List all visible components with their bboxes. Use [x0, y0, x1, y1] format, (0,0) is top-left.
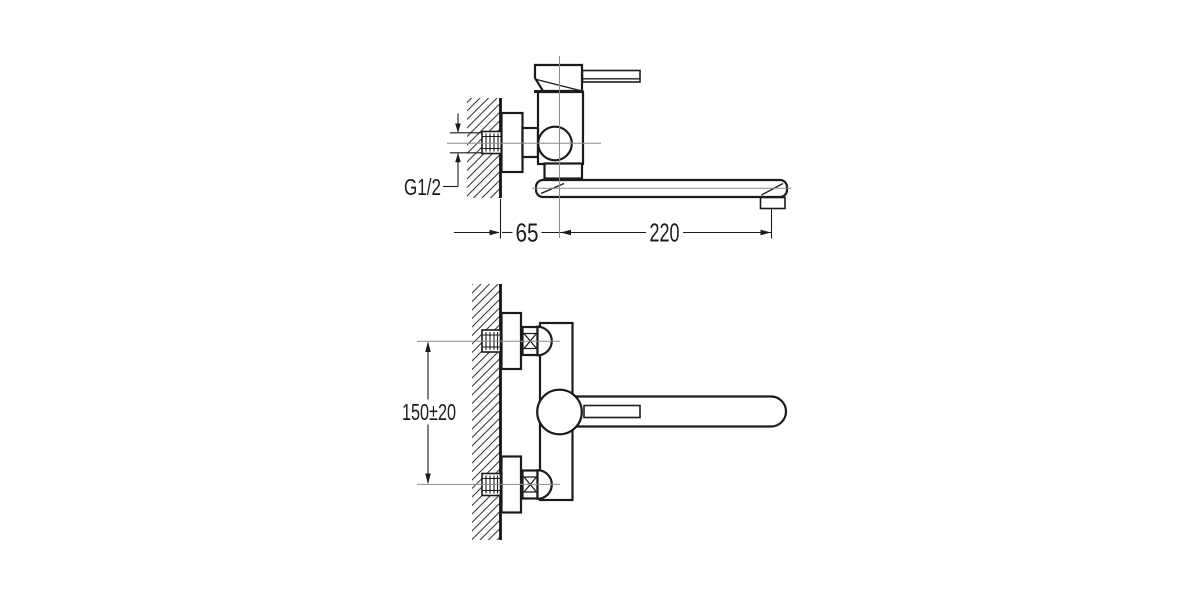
spout-nut: [543, 162, 584, 180]
wall-hatch: [472, 284, 500, 540]
lever-rod: [581, 69, 641, 83]
cartridge-circle: [536, 388, 583, 436]
thread-dimension-label: G1/2: [404, 174, 441, 200]
front-view-centerlines: [417, 340, 560, 485]
horizontal-dimensions: 65 220: [454, 199, 773, 248]
side-view: G1/2 65 220: [404, 56, 791, 248]
inlet-spacing-dimension-label: 150±20: [402, 399, 456, 425]
connector-nut: [521, 126, 540, 159]
inlet-spacing-dimension: 150±20: [402, 341, 456, 484]
side-view-centerlines: [447, 56, 791, 238]
wall-flange: [500, 111, 524, 174]
wall-offset-dimension-label: 65: [516, 218, 539, 248]
front-view: 150±20: [402, 284, 788, 540]
lever-rod-slot: [583, 404, 641, 419]
spout-reach-dimension-label: 220: [650, 218, 680, 248]
inlet-pipe-threaded: [481, 130, 503, 155]
handle-cap: [533, 63, 584, 93]
thread-dimension: G1/2: [404, 113, 482, 200]
aerator-outlet: [759, 196, 786, 210]
lever-handle: [570, 395, 788, 428]
